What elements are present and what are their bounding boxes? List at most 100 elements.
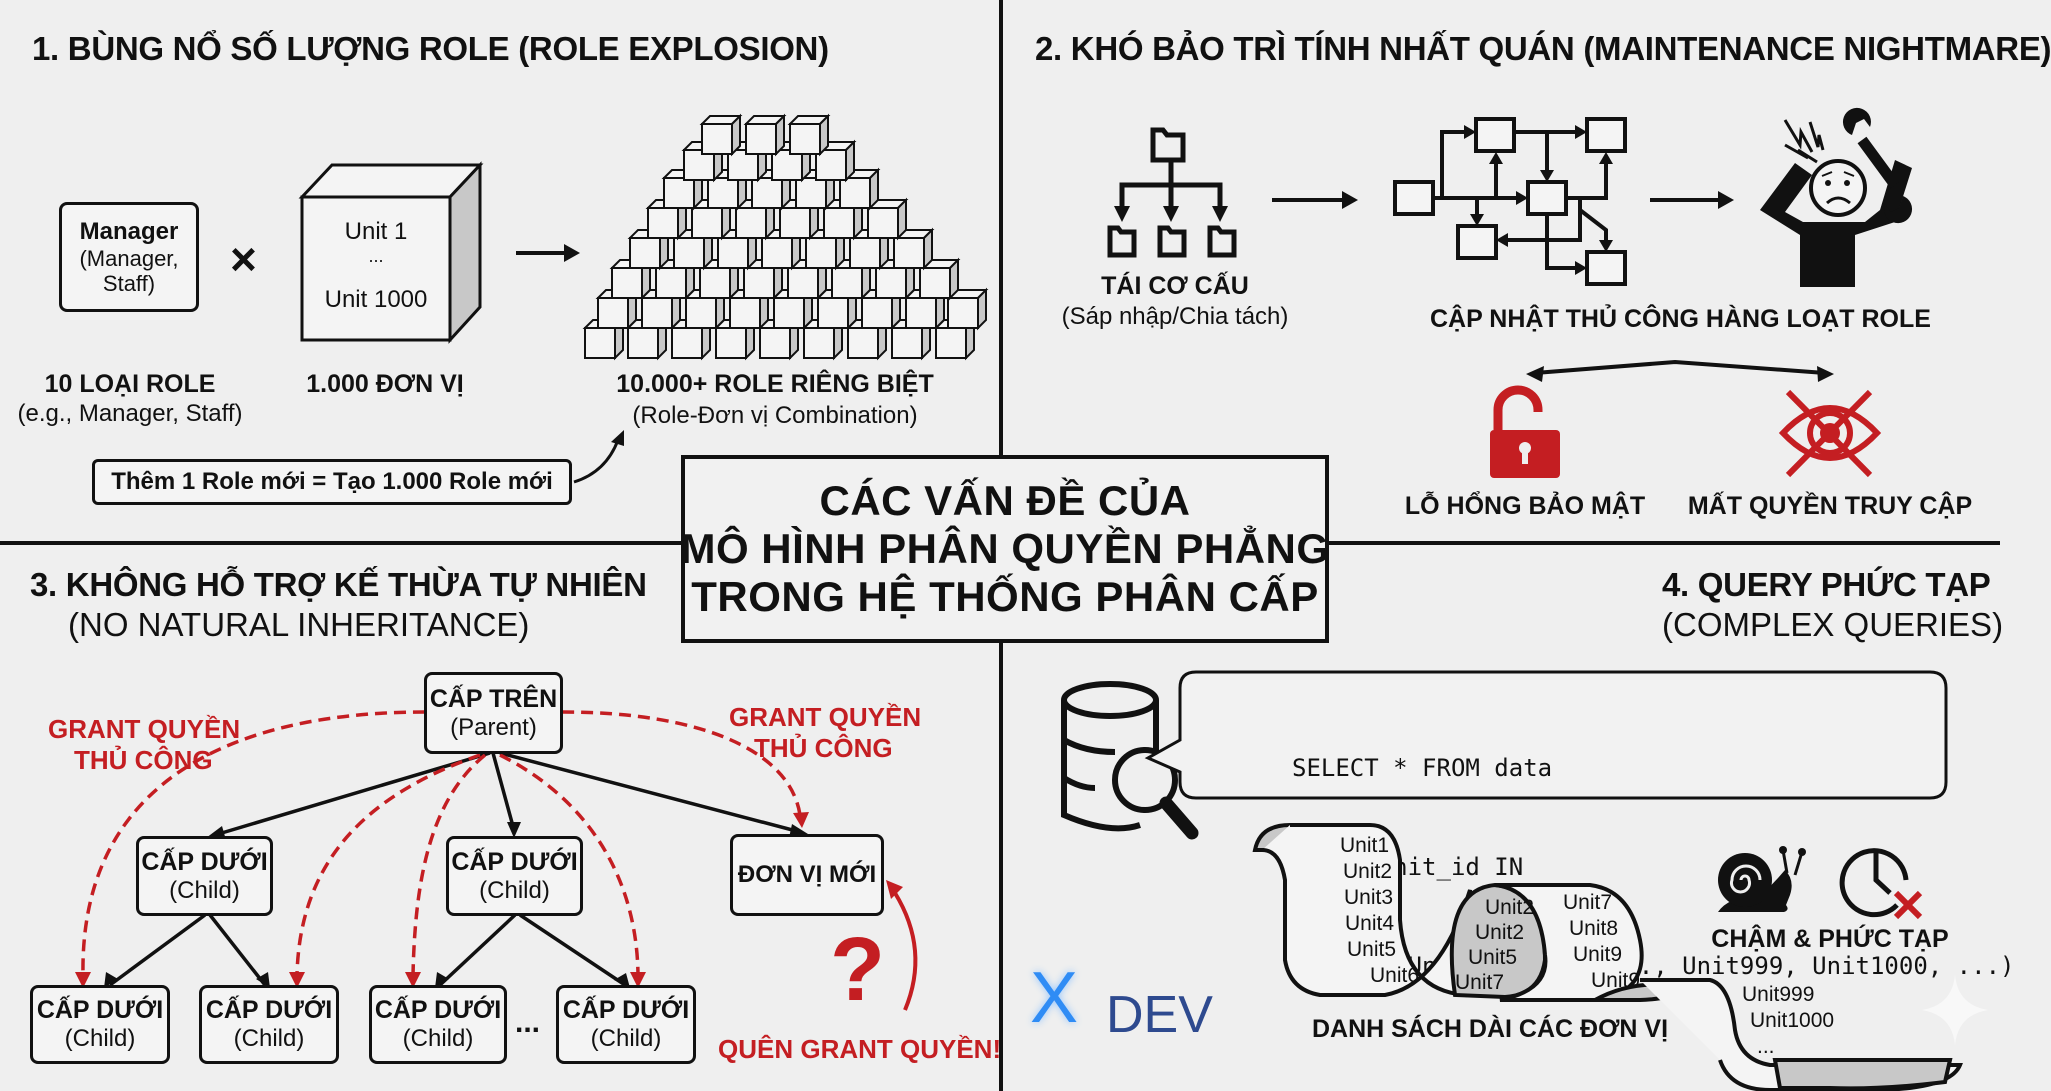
scroll-item: Unit6 (1370, 964, 1420, 987)
xdev-logo-x: X (1030, 958, 1079, 1038)
access-loss-label: MẤT QUYỀN TRUY CẬP (1687, 492, 1973, 520)
callout-text: Thêm 1 Role mới = Tạo 1.000 Role mới (111, 468, 553, 495)
child-node-subtitle: (Child) (479, 876, 550, 904)
section3-subtitle: (NO NATURAL INHERITANCE) (68, 606, 530, 643)
scroll-item: Unit9 (1591, 969, 1641, 992)
scroll-item: Unit1000 (1750, 1009, 1835, 1032)
role-box-line3: Staff) (102, 271, 156, 296)
grant-left-line2: THỦ CÔNG (74, 745, 213, 775)
restructure-sublabel: (Sáp nhập/Chia tách) (1061, 303, 1289, 330)
xdev-logo-dev: DEV (1106, 986, 1213, 1044)
scroll-item: Unit1 (1340, 834, 1390, 857)
sparkle-icon (0, 0, 2000, 1091)
callout-arrow-icon (573, 430, 624, 484)
grandchild-node: CẤP DƯỚI (Child) (199, 985, 339, 1064)
role-cube (699, 113, 743, 157)
child-node-title: CẤP DƯỚI (451, 847, 578, 876)
manual-update-label: CẬP NHẬT THỦ CÔNG HÀNG LOẠT ROLE (1430, 305, 1931, 333)
unit-count-label: 1.000 ĐƠN VỊ (306, 370, 464, 398)
scroll-item: Unit2 (1475, 921, 1525, 944)
parent-node-subtitle: (Parent) (450, 713, 537, 741)
database-search-icon (1061, 681, 1199, 840)
section3-title: 3. KHÔNG HỖ TRỢ KẾ THỪA TỰ NHIÊN (30, 566, 647, 603)
unit-cube-line1: Unit 1 (344, 218, 408, 245)
grandchild-node: CẤP DƯỚI (Child) (556, 985, 696, 1064)
new-unit-title: ĐƠN VỊ MỚI (737, 861, 877, 888)
role-cube (787, 113, 831, 157)
sql-bubble-frame (1144, 670, 1948, 800)
role-cube (743, 113, 787, 157)
child-node-title: CẤP DƯỚI (36, 996, 164, 1024)
child-node-title: CẤP DƯỚI (141, 847, 268, 876)
section2-title: 2. KHÓ BẢO TRÌ TÍNH NHẤT QUÁN (MAINTENAN… (1035, 30, 2051, 67)
slow-complex-label: CHẬM & PHỨC TẠP (1711, 925, 1949, 953)
section4-subtitle: (COMPLEX QUERIES) (1662, 606, 2004, 643)
child-node-title: CẤP DƯỚI (374, 996, 502, 1024)
parent-node-title: CẤP TRÊN (429, 684, 558, 713)
arrow-right-icon (1272, 191, 1734, 209)
center-title-line1: CÁC VẤN ĐỀ CỦA (819, 477, 1191, 524)
child-node: CẤP DƯỚI (Child) (136, 836, 273, 916)
result-label: 10.000+ ROLE RIÊNG BIỆT (616, 370, 934, 398)
tangled-graph-icon (1393, 117, 1627, 286)
scroll-paper-icon (1252, 822, 1963, 1091)
grandchild-node: CẤP DƯỚI (Child) (30, 985, 170, 1064)
sql-line-1: SELECT * FROM data (1292, 754, 1553, 782)
scroll-item: Unit3 (1344, 886, 1394, 909)
section1-title: 1. BÙNG NỔ SỐ LƯỢNG ROLE (ROLE EXPLOSION… (32, 30, 829, 67)
role-count-sublabel: (e.g., Manager, Staff) (17, 400, 243, 427)
scroll-item: Unit2 (1343, 860, 1393, 883)
cube-pyramid-icon (582, 113, 989, 361)
role-cube (829, 257, 873, 301)
multiply-icon: × (230, 233, 257, 285)
center-title-line2: MÔ HÌNH PHÂN QUYỀN PHẲNG (680, 525, 1330, 572)
scroll-item: Unit9 (1573, 943, 1623, 966)
security-hole-label: LỖ HỔNG BẢO MẬT (1404, 492, 1646, 520)
child-node-subtitle: (Child) (64, 1025, 136, 1052)
center-title-line3: TRONG HỆ THỐNG PHÂN CẤP (691, 573, 1319, 620)
tree-connectors (75, 710, 918, 1011)
role-cube (757, 317, 801, 361)
scroll-panel-1: Unit1 Unit2 Unit3 Unit4 Unit5 Unit6 (1340, 833, 1419, 989)
unit-cube-icon (298, 161, 484, 344)
scroll-caption: DANH SÁCH DÀI CÁC ĐƠN VỊ (1311, 1015, 1669, 1043)
scroll-panel-4: Unit999 Unit1000 ... (1742, 982, 1834, 1060)
child-node-title: CẤP DƯỚI (205, 996, 333, 1024)
wrench-icon (1842, 107, 1913, 224)
unit-cube-line3: Unit 1000 (324, 286, 428, 313)
folder-tree-icon (1107, 127, 1237, 258)
role-cube (645, 197, 689, 241)
ellipsis: ... (515, 1006, 541, 1039)
role-cube (837, 167, 881, 211)
snail-icon (1718, 846, 1806, 912)
restructure-label: TÁI CƠ CẤU (1101, 272, 1249, 300)
grant-right-line2: THỦ CÔNG (754, 733, 893, 763)
role-box-title: Manager (79, 218, 179, 245)
role-cube (891, 227, 935, 271)
clock-cancel-icon (1839, 848, 1923, 920)
unlocked-padlock-icon (1490, 385, 1560, 478)
center-title-box: CÁC VẤN ĐỀ CỦA MÔ HÌNH PHÂN QUYỀN PHẲNG … (680, 455, 1330, 643)
role-box: Manager (Manager, Staff) (59, 202, 199, 312)
scroll-item: Unit2 (1485, 896, 1535, 919)
split-arrows-icon (1526, 359, 1834, 382)
scroll-item: Unit999 (1742, 983, 1815, 1006)
scroll-panel-3: Unit7 Unit8 Unit9 Unit9 (1563, 890, 1640, 994)
role-count-label: 10 LOẠI ROLE (44, 370, 216, 398)
scroll-item: Unit7 (1455, 971, 1505, 994)
crossed-eye-icon (1778, 389, 1882, 478)
scroll-item: Unit7 (1563, 891, 1613, 914)
role-box-line2: (Manager, (79, 246, 179, 271)
scroll-item: ... (1757, 1035, 1775, 1058)
role-cube (793, 167, 837, 211)
unit-cube-line2: ... (368, 246, 384, 266)
grandchild-node: CẤP DƯỚI (Child) (369, 985, 507, 1064)
child-node-title: CẤP DƯỚI (562, 996, 690, 1024)
result-sublabel: (Role-Đơn vị Combination) (632, 402, 918, 429)
scroll-item: Unit5 (1347, 938, 1397, 961)
grant-right-line1: GRANT QUYỀN (729, 702, 922, 732)
forgot-grant-label: QUÊN GRANT QUYỀN! (718, 1034, 1002, 1064)
child-node-subtitle: (Child) (402, 1025, 474, 1052)
grant-left-line1: GRANT QUYỀN (48, 714, 241, 744)
child-node-subtitle: (Child) (169, 876, 240, 904)
